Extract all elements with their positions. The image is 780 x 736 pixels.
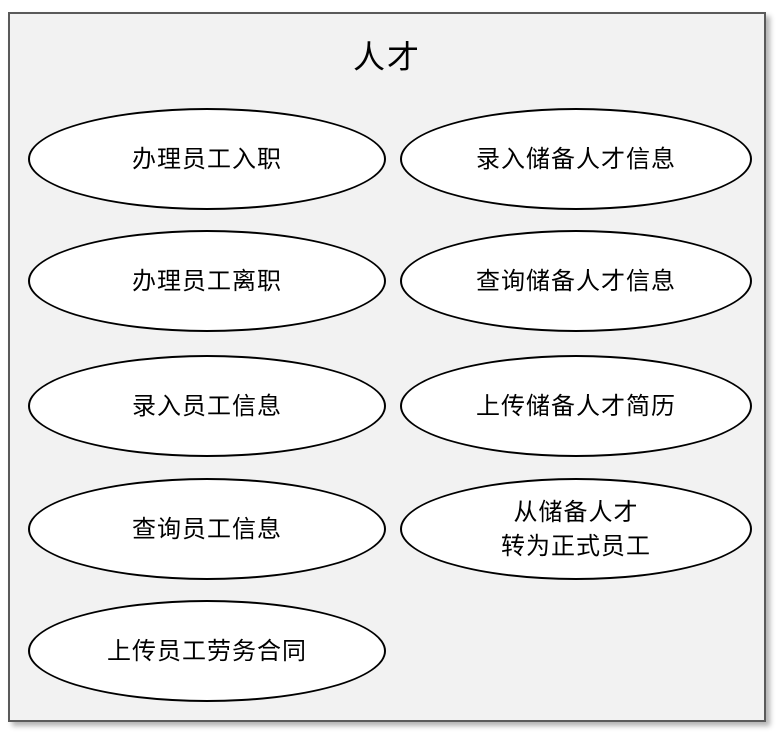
use-case-upload-resume[interactable]: 上传储备人才简历 <box>400 355 752 457</box>
use-case-upload-contract[interactable]: 上传员工劳务合同 <box>28 600 386 702</box>
use-case-label: 办理员工离职 <box>132 267 282 295</box>
use-case-query-talent[interactable]: 查询储备人才信息 <box>400 230 752 332</box>
use-case-label: 办理员工入职 <box>132 145 282 173</box>
use-case-label: 录入储备人才信息 <box>476 145 676 173</box>
use-case-label: 从储备人才 转为正式员工 <box>501 498 651 560</box>
page-title: 人才 <box>352 38 421 76</box>
use-case-label: 上传储备人才简历 <box>476 392 676 420</box>
use-case-enter-employee[interactable]: 录入员工信息 <box>28 355 386 457</box>
use-case-convert-talent[interactable]: 从储备人才 转为正式员工 <box>400 478 752 580</box>
use-case-label: 查询储备人才信息 <box>476 267 676 295</box>
use-case-label: 录入员工信息 <box>132 392 282 420</box>
use-case-label: 上传员工劳务合同 <box>107 637 307 665</box>
use-case-offboarding[interactable]: 办理员工离职 <box>28 230 386 332</box>
use-case-onboarding[interactable]: 办理员工入职 <box>28 108 386 210</box>
talent-group-frame: 人才 办理员工入职 办理员工离职 录入员工信息 查询员工信息 上传员工劳务合同 … <box>8 12 766 722</box>
use-case-query-employee[interactable]: 查询员工信息 <box>28 478 386 580</box>
use-case-enter-talent[interactable]: 录入储备人才信息 <box>400 108 752 210</box>
use-case-label: 查询员工信息 <box>132 515 282 543</box>
